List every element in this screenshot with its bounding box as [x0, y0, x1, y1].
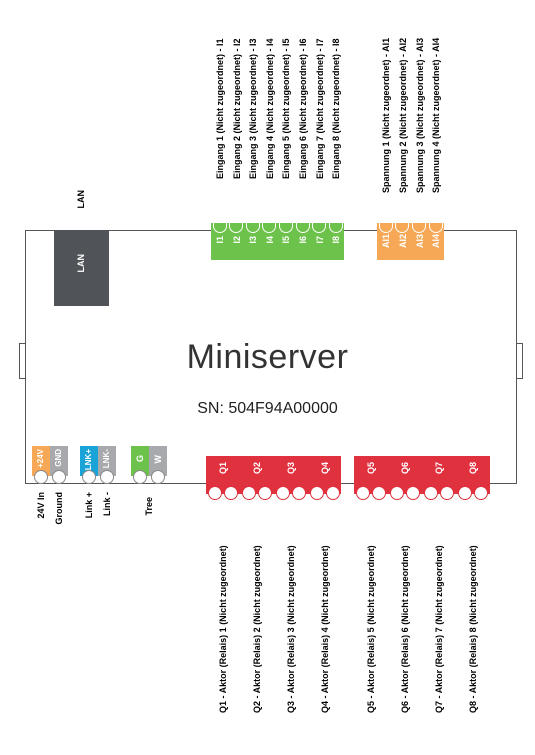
lan-port-label: LAN: [76, 254, 86, 273]
output-screw-icon: [276, 486, 290, 500]
analog-input-label-2: Spannung 2 (Nicht zugeordnet) - AI2: [397, 38, 408, 194]
output-terminal-4[interactable]: Q4: [320, 462, 330, 475]
output-screw-icon: [242, 486, 256, 500]
digital-input-screw-icon: [278, 223, 293, 233]
digital-input-terminal-5[interactable]: I5: [281, 236, 292, 244]
device-title: Miniserver: [186, 338, 349, 376]
analog-input-label-4: Spannung 4 (Nicht zugeordnet) - AI4: [431, 38, 442, 194]
power-terminal-1[interactable]: +24V: [36, 449, 45, 468]
digital-input-screw-icon: [245, 223, 260, 233]
tree-block: [131, 446, 167, 476]
output-terminal-3[interactable]: Q3: [286, 462, 296, 475]
digital-input-screw-icon: [312, 223, 327, 233]
digital-input-screw-icon: [229, 223, 244, 233]
tree-terminal-2[interactable]: W: [153, 455, 163, 464]
digital-input-terminal-8[interactable]: I8: [331, 236, 342, 244]
digital-input-label-7: Eingang 7 (Nicht zugeordnet) - I7: [314, 38, 325, 179]
power-block: [32, 446, 68, 476]
link-block: [80, 446, 116, 476]
link-terminal-1[interactable]: LNK+: [84, 449, 93, 471]
lan-port[interactable]: LAN: [54, 230, 109, 306]
digital-input-label-4: Eingang 4 (Nicht zugeordnet) - I4: [264, 38, 275, 179]
output-screw-icon: [424, 486, 438, 500]
output-screw-icon: [356, 486, 370, 500]
output-label-3: Q3 - Aktor (Relais) 3 (Nicht zugeordnet): [286, 545, 296, 713]
link-label-1: Link +: [84, 492, 94, 519]
digital-input-terminal-4[interactable]: I4: [264, 236, 275, 244]
output-label-4: Q4 - Aktor (Relais) 4 (Nicht zugeordnet): [320, 545, 330, 713]
digital-input-screw-icon: [328, 223, 343, 233]
analog-input-terminal-3[interactable]: AI3: [414, 234, 425, 249]
output-label-5: Q5 - Aktor (Relais) 5 (Nicht zugeordnet): [366, 545, 376, 713]
output-screw-icon: [208, 486, 222, 500]
digital-input-terminal-6[interactable]: I6: [298, 236, 308, 244]
power-terminal-2[interactable]: GND: [54, 449, 63, 467]
digital-input-terminal-2[interactable]: I2: [231, 236, 242, 244]
digital-input-label-1: Eingang 1 (Nicht zugeordnet) - I1: [215, 38, 225, 179]
power-label-2: Ground: [54, 492, 64, 525]
output-screw-icon: [224, 486, 238, 500]
digital-input-label-8: Eingang 8 (Nicht zugeordnet) - I8: [331, 38, 342, 179]
digital-input-label-6: Eingang 6 (Nicht zugeordnet) - I6: [298, 38, 308, 179]
tree-label: Tree: [144, 497, 154, 516]
output-terminal-6[interactable]: Q6: [400, 462, 410, 475]
analog-input-screw-icon: [428, 223, 443, 233]
output-screw-icon: [474, 486, 488, 500]
output-terminal-5[interactable]: Q5: [366, 462, 376, 475]
output-terminal-1[interactable]: Q1: [218, 462, 228, 475]
analog-input-screw-icon: [378, 223, 393, 233]
link-screw-icon: [100, 470, 114, 484]
tree-screw-icon: [133, 470, 147, 484]
analog-input-terminal-4[interactable]: AI4: [431, 234, 442, 249]
output-screw-icon: [326, 486, 340, 500]
output-label-6: Q6 - Aktor (Relais) 6 (Nicht zugeordnet): [400, 545, 410, 713]
output-label-1: Q1 - Aktor (Relais) 1 (Nicht zugeordnet): [218, 545, 228, 713]
link-label-2: Link -: [102, 492, 112, 516]
output-terminal-8[interactable]: Q8: [468, 462, 478, 475]
power-label-1: 24V In: [36, 492, 46, 519]
digital-input-screw-icon: [295, 223, 310, 233]
output-label-7: Q7 - Aktor (Relais) 7 (Nicht zugeordnet): [434, 545, 444, 713]
digital-input-terminal-7[interactable]: I7: [314, 236, 325, 244]
digital-input-screw-icon: [212, 223, 227, 233]
analog-input-label-3: Spannung 3 (Nicht zugeordnet) - AI3: [414, 38, 425, 194]
analog-input-terminal-2[interactable]: AI2: [397, 234, 408, 249]
tree-screw-icon: [151, 470, 165, 484]
power-screw-icon: [34, 470, 48, 484]
left-notch-icon: [19, 343, 26, 379]
lan-top-label: LAN: [76, 190, 86, 209]
output-screw-icon: [390, 486, 404, 500]
output-screw-icon: [310, 486, 324, 500]
power-screw-icon: [52, 470, 66, 484]
device-serial: SN: 504F94A00000: [197, 400, 338, 417]
link-terminal-2[interactable]: LNK-: [102, 449, 111, 469]
analog-input-terminal-1[interactable]: AI1: [381, 234, 391, 249]
output-screw-icon: [406, 486, 420, 500]
digital-input-label-2: Eingang 2 (Nicht zugeordnet) - I2: [231, 38, 242, 179]
output-terminal-2[interactable]: Q2: [252, 462, 262, 475]
output-label-8: Q8 - Aktor (Relais) 8 (Nicht zugeordnet): [468, 545, 478, 713]
output-label-2: Q2 - Aktor (Relais) 2 (Nicht zugeordnet): [252, 545, 262, 713]
output-screw-icon: [458, 486, 472, 500]
digital-input-terminal-3[interactable]: I3: [248, 236, 259, 244]
analog-input-label-1: Spannung 1 (Nicht zugeordnet) - AI1: [381, 38, 391, 194]
digital-input-label-3: Eingang 3 (Nicht zugeordnet) - I3: [248, 38, 259, 179]
right-notch-icon: [516, 343, 523, 379]
digital-input-label-5: Eingang 5 (Nicht zugeordnet) - I5: [281, 38, 292, 179]
output-screw-icon: [292, 486, 306, 500]
analog-input-screw-icon: [412, 223, 426, 233]
output-terminal-7[interactable]: Q7: [434, 462, 444, 475]
tree-terminal-1[interactable]: G: [135, 455, 145, 463]
link-screw-icon: [82, 470, 96, 484]
digital-input-terminal-1[interactable]: I1: [215, 236, 225, 244]
output-screw-icon: [258, 486, 272, 500]
output-screw-icon: [440, 486, 454, 500]
output-screw-icon: [372, 486, 386, 500]
